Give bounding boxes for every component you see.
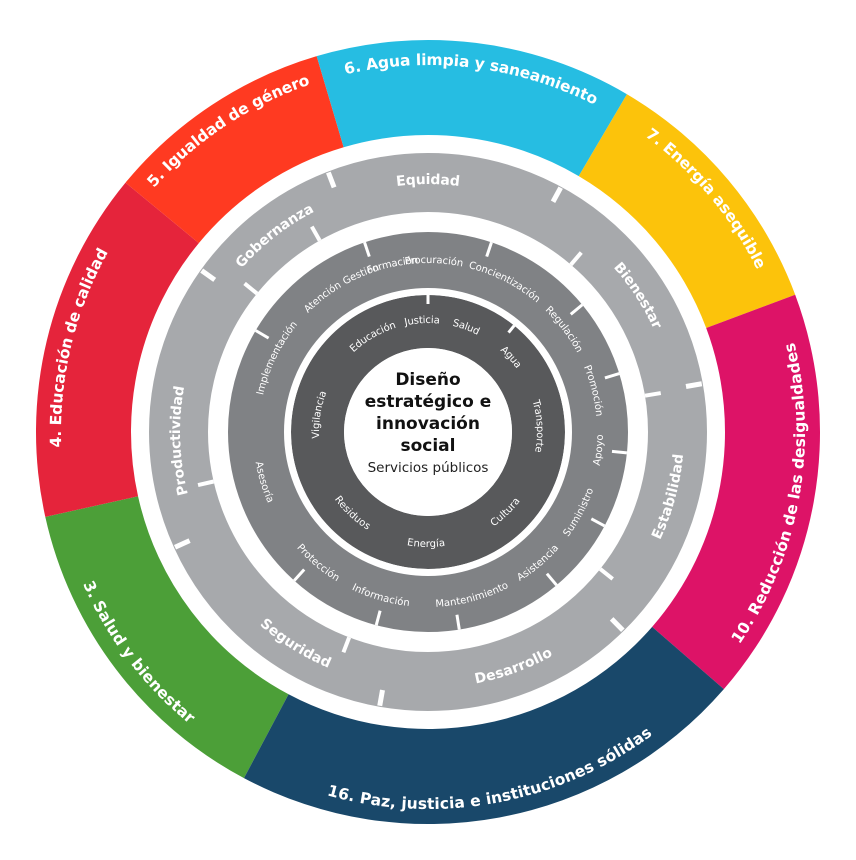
principle-label-path: Equidad <box>395 172 460 190</box>
principles-separator <box>685 381 703 389</box>
principles-separator <box>377 689 385 707</box>
goal-segment <box>35 182 199 517</box>
center-title-line: social <box>400 436 455 456</box>
sector-label-path: Energía <box>406 537 445 550</box>
principle-label: Equidad <box>395 172 460 190</box>
sector-label-path: Justicia <box>402 315 440 329</box>
principles-ring-band <box>149 153 707 711</box>
principles-separator <box>326 171 337 189</box>
action-label: Apoyo <box>591 434 605 466</box>
principles-separator <box>173 538 191 550</box>
center-title-line: estratégico e <box>365 392 492 412</box>
goal-segment <box>243 626 724 825</box>
actions-separator <box>374 610 382 626</box>
sectors-ring-band <box>291 295 565 569</box>
action-label-path: Procuración <box>404 254 464 269</box>
actions-separator <box>455 614 461 630</box>
actions-ring-band <box>227 231 629 633</box>
actions-separator <box>363 241 371 258</box>
principles-separator <box>243 281 259 296</box>
actions-separator <box>611 449 628 455</box>
actions-separator <box>254 329 270 340</box>
principles-separator <box>200 268 217 282</box>
principles-separator <box>598 567 614 581</box>
center-disc: Diseño estratégico e innovación social S… <box>344 348 512 516</box>
sectors-ring-border <box>284 288 572 576</box>
goal-segment <box>45 496 289 779</box>
principles-separator <box>310 225 322 242</box>
principles-separator <box>550 186 563 203</box>
sector-label: Energía <box>406 537 445 550</box>
actions-ring-border <box>208 212 648 652</box>
actions-separator <box>604 372 620 380</box>
goal-segment <box>652 294 821 690</box>
center-circle <box>344 348 512 516</box>
action-label-path: Apoyo <box>591 434 605 466</box>
actions-separator <box>590 517 606 528</box>
sectors-separator <box>507 324 516 334</box>
actions-separator <box>545 572 558 587</box>
action-label: Procuración <box>404 254 464 269</box>
center-title-line: Diseño <box>395 370 460 390</box>
principles-separator <box>644 391 662 398</box>
principles-separator <box>197 479 215 488</box>
actions-separator <box>485 241 493 258</box>
center-title-line: innovación <box>376 414 480 434</box>
actions-separator <box>569 303 584 316</box>
principles-separator <box>609 617 625 633</box>
center-subtitle: Servicios públicos <box>368 460 489 476</box>
goal-segment <box>125 56 344 244</box>
goal-segment <box>316 39 627 177</box>
sector-label: Justicia <box>402 315 440 329</box>
goal-segment <box>578 94 796 328</box>
principles-separator <box>341 636 352 654</box>
principles-separator <box>569 251 583 267</box>
actions-separator <box>293 568 306 582</box>
